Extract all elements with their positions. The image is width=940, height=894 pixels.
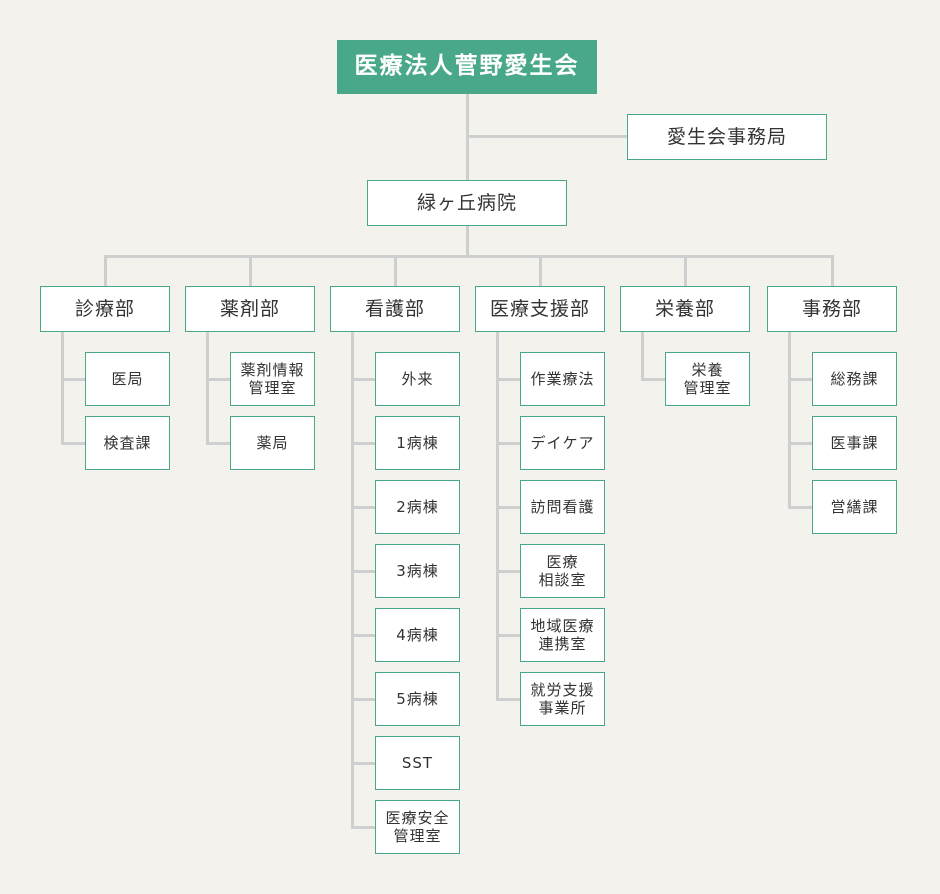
connector-tick [61, 378, 86, 381]
connector-tick [206, 442, 231, 445]
connector-tick [351, 378, 376, 381]
connector-tick [351, 442, 376, 445]
unit-box: 外来 [375, 352, 460, 406]
connector-tick [788, 506, 813, 509]
connector-branch-5 [641, 331, 644, 381]
unit-box: 薬局 [230, 416, 315, 470]
connector-dept-3 [394, 255, 397, 287]
connector-tick [351, 506, 376, 509]
connector-tick [206, 378, 231, 381]
connector-tick [496, 698, 521, 701]
connector-tick [641, 378, 666, 381]
unit-box: SST [375, 736, 460, 790]
connector-tick [788, 442, 813, 445]
unit-box: 作業療法 [520, 352, 605, 406]
dept-box: 医療支援部 [475, 286, 605, 332]
unit-box: 2病棟 [375, 480, 460, 534]
connector-dept-bus [104, 255, 834, 258]
unit-box: 5病棟 [375, 672, 460, 726]
unit-box: デイケア [520, 416, 605, 470]
hospital-box: 緑ヶ丘病院 [367, 180, 567, 226]
connector-tick [351, 826, 376, 829]
connector-branch-1 [61, 331, 64, 445]
connector-office [466, 135, 628, 138]
connector-tick [496, 378, 521, 381]
unit-box: 1病棟 [375, 416, 460, 470]
connector-hospital-depts [466, 225, 469, 257]
connector-tick [351, 698, 376, 701]
connector-tick [788, 378, 813, 381]
unit-box: 就労支援 事業所 [520, 672, 605, 726]
unit-box: 薬剤情報 管理室 [230, 352, 315, 406]
connector-branch-6 [788, 331, 791, 509]
unit-box: 医局 [85, 352, 170, 406]
connector-tick [496, 442, 521, 445]
connector-branch-4 [496, 331, 499, 701]
connector-tick [351, 762, 376, 765]
dept-box: 事務部 [767, 286, 897, 332]
dept-box: 栄養部 [620, 286, 750, 332]
connector-tick [496, 570, 521, 573]
unit-box: 訪問看護 [520, 480, 605, 534]
connector-tick [351, 634, 376, 637]
connector-dept-2 [249, 255, 252, 287]
connector-branch-2 [206, 331, 209, 445]
unit-box: 検査課 [85, 416, 170, 470]
unit-box: 医事課 [812, 416, 897, 470]
unit-box: 栄養 管理室 [665, 352, 750, 406]
dept-box: 薬剤部 [185, 286, 315, 332]
unit-box: 総務課 [812, 352, 897, 406]
unit-box: 営繕課 [812, 480, 897, 534]
office-box: 愛生会事務局 [627, 114, 827, 160]
unit-box: 3病棟 [375, 544, 460, 598]
org-root: 医療法人菅野愛生会 [337, 40, 597, 94]
unit-box: 医療安全 管理室 [375, 800, 460, 854]
connector-dept-6 [831, 255, 834, 287]
unit-box: 4病棟 [375, 608, 460, 662]
connector-dept-5 [684, 255, 687, 287]
connector-dept-1 [104, 255, 107, 287]
connector-tick [61, 442, 86, 445]
connector-tick [496, 506, 521, 509]
dept-box: 看護部 [330, 286, 460, 332]
connector-tick [351, 570, 376, 573]
connector-tick [496, 634, 521, 637]
connector-branch-3 [351, 331, 354, 829]
connector-dept-4 [539, 255, 542, 287]
unit-box: 地域医療 連携室 [520, 608, 605, 662]
dept-box: 診療部 [40, 286, 170, 332]
unit-box: 医療 相談室 [520, 544, 605, 598]
